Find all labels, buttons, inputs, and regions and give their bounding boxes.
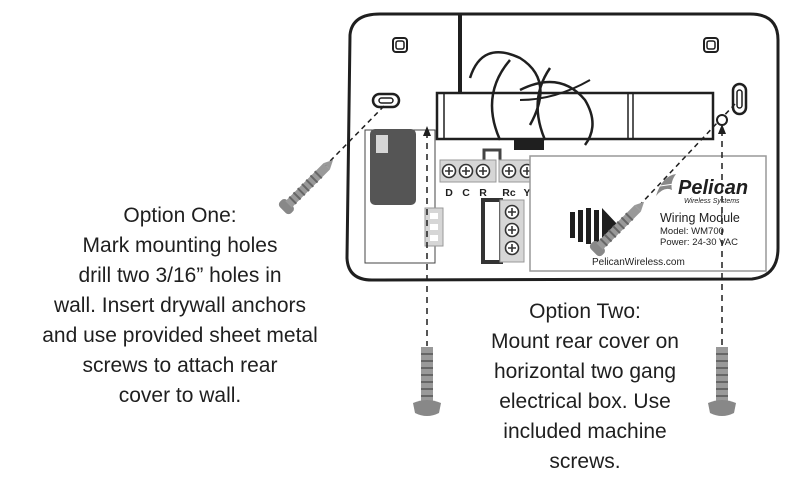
terminal-label: Rc [502,187,516,199]
square-hole-right [703,37,719,53]
bracket-drc [482,148,502,160]
terminal-label: D [445,187,453,199]
battery-block-highlight [376,135,388,153]
wire-loop-1 [468,50,542,126]
square-hole-left-inner [395,40,405,50]
option-two-line: Mount rear cover on [491,330,679,353]
arrowhead-left [423,126,431,136]
option-two-line: Option Two: [529,300,641,323]
wiring-module-panel [529,155,767,272]
sheet-metal-screw-right [589,201,645,257]
module-title: Wiring Module [660,211,740,225]
option-two-line: horizontal two gang [493,360,677,383]
option-one-line: Option One: [123,204,237,227]
wire-loop-4 [536,67,552,141]
terminal-screw-slot [479,167,487,175]
option-two-line: screws. [549,450,621,473]
terminal-screw-slot [508,208,516,216]
terminal-label: C [462,187,470,199]
wire-loop-2 [490,59,511,141]
square-hole-right-inner [706,40,716,50]
square-hole-left [392,37,408,53]
terminal-screw-slot [508,244,516,252]
terminal-screw-slot [445,167,453,175]
module-power: Power: 24-30 VAC [660,237,738,248]
machine-screw-left-a [413,347,441,416]
harness-connector [514,140,544,150]
terminal-label: R [479,187,487,199]
wire-loop-5 [519,79,591,101]
option-one-instructions: Option One: Mark mounting holes drill tw… [0,201,360,411]
slot-hole-left-inner [378,97,394,104]
module-brand-sub: Wireless Systems [684,198,740,205]
option-one-line: cover to wall. [118,384,242,407]
terminal-label: Y [523,187,530,199]
option-one-line: wall. Insert drywall anchors [53,294,307,317]
screw-hole-marker-right [716,114,728,126]
option-one-line: screws to attach rear [82,354,278,377]
pelican-logo-icon [656,174,676,196]
module-website: PelicanWireless.com [592,257,685,268]
option-one-line: Mark mounting holes [82,234,278,257]
barcode-arrow [570,208,618,244]
option-two-instructions: Option Two: Mount rear cover on horizont… [435,297,735,477]
sheet-metal-screw-left [278,159,334,215]
slot-hole-right [731,82,748,116]
option-two-line: electrical box. Use [499,390,671,413]
terminal-screw-slot [505,167,513,175]
terminal-screw-slot [462,167,470,175]
machine-screw-right [708,347,736,416]
option-two-line: included machine [503,420,667,443]
terminal-screw-slot [508,226,516,234]
jumper-block [424,207,444,247]
module-brand: Pelican [678,177,748,199]
slot-hole-left [371,92,401,109]
arrowhead-right [718,124,726,134]
option-one-line: drill two 3/16” holes in [78,264,282,287]
option-one-line: and use provided sheet metal [42,324,318,347]
slot-hole-right-inner [736,89,743,109]
wire-opening [435,91,715,141]
module-model: Model: WM700 [660,226,724,237]
terminal-screws-side [504,204,520,256]
